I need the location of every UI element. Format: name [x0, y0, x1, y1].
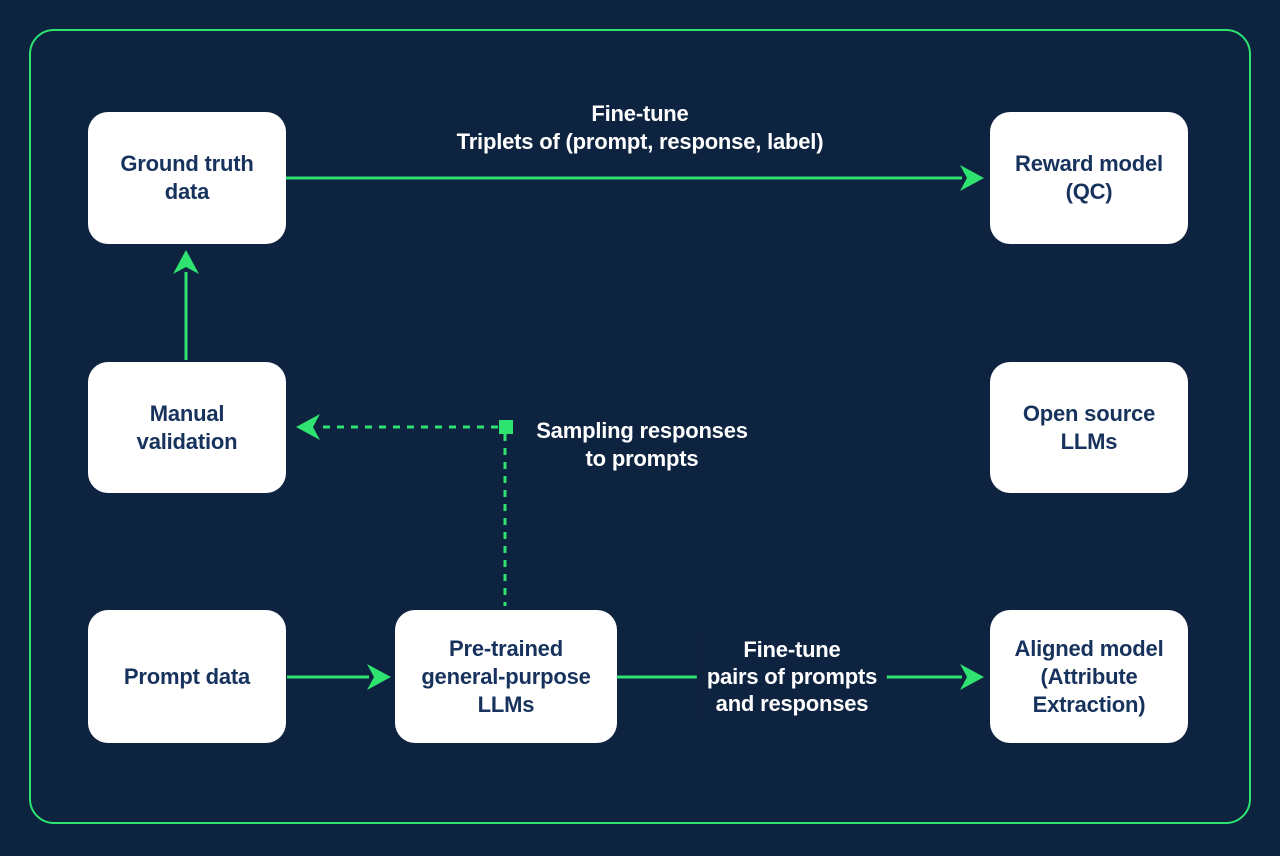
- arrow-right-icon: [367, 664, 391, 690]
- arrow-right-icon: [960, 664, 984, 690]
- node-prompt-data: Prompt data: [88, 610, 286, 743]
- connector-manual-validation-to-ground-truth: [173, 250, 199, 360]
- arrow-left-icon: [296, 414, 320, 440]
- arrow-up-icon: [173, 250, 199, 274]
- edge-label-sampling-responses: Sampling responses to prompts: [536, 418, 748, 471]
- node-aligned-model-attribute-extraction: Aligned model (Attribute Extraction): [990, 610, 1188, 743]
- edge-label-fine-tune-triplets: Fine-tune Triplets of (prompt, response,…: [456, 101, 824, 154]
- node-reward-model-qc: Reward model (QC): [990, 112, 1188, 244]
- node-pretrained-general-purpose-llms: Pre-trained general-purpose LLMs: [395, 610, 617, 743]
- diagram-frame-border: [29, 29, 1251, 824]
- node-open-source-llms: Open source LLMs: [990, 362, 1188, 493]
- node-ground-truth-data: Ground truth data: [88, 112, 286, 244]
- arrow-right-icon: [960, 165, 984, 191]
- connector-sampling-dashed: [296, 414, 513, 606]
- connector-ground-truth-to-reward-model: [286, 165, 984, 191]
- edge-label-fine-tune-pairs: Fine-tune pairs of prompts and responses: [696, 636, 888, 717]
- connector-prompt-data-to-pretrained: [287, 664, 391, 690]
- node-manual-validation: Manual validation: [88, 362, 286, 493]
- sampling-point-square-icon: [499, 420, 513, 434]
